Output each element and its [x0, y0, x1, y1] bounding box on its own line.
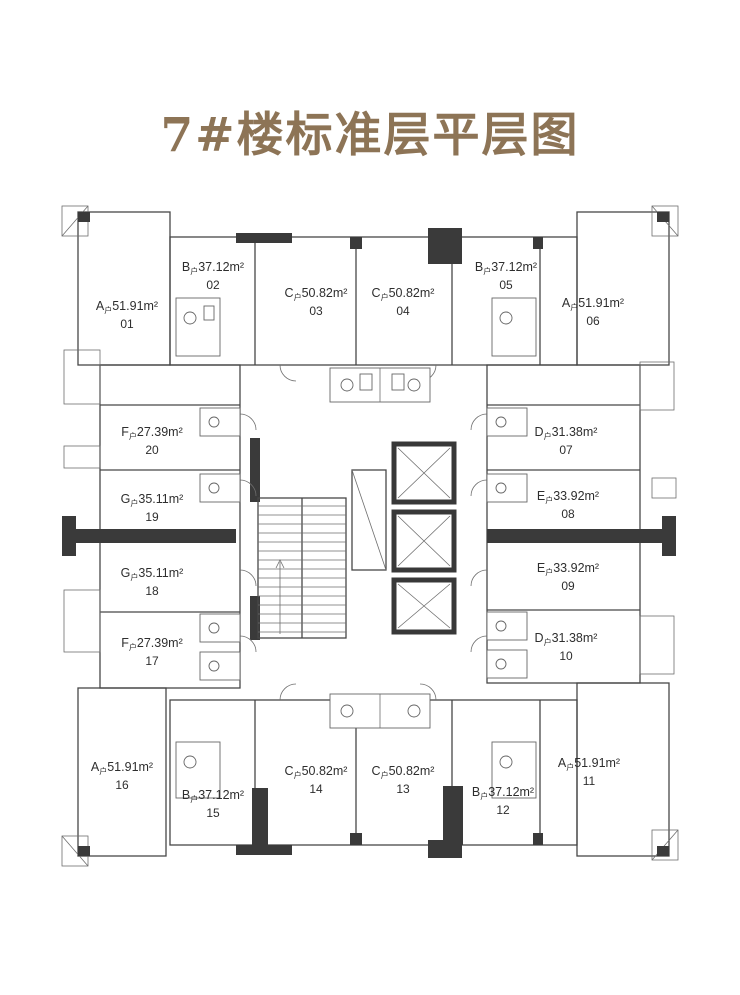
unit-06-number: 06	[586, 314, 600, 328]
unit-15-label: B户37.12m²	[182, 788, 244, 804]
structural-walls	[62, 212, 676, 858]
core	[257, 441, 457, 639]
unit-15-number: 15	[206, 806, 220, 820]
unit-12-number: 12	[496, 803, 510, 817]
unit-03-label: C户50.82m²	[285, 286, 348, 302]
unit-19-number: 19	[145, 510, 159, 524]
unit-04-number: 04	[396, 304, 410, 318]
unit-07-label: D户31.38m²	[535, 425, 598, 441]
unit-18-label: G户35.11m²	[121, 566, 184, 582]
unit-04-label: C户50.82m²	[372, 286, 435, 302]
unit-02-number: 02	[206, 278, 220, 292]
unit-11-number: 11	[583, 774, 596, 788]
unit-labels: A户51.91m² 01 B户37.12m² 02 C户50.82m² 03 C…	[91, 260, 624, 820]
unit-08-label: E户33.92m²	[537, 489, 599, 505]
unit-13-label: C户50.82m²	[372, 764, 435, 780]
unit-14-number: 14	[309, 782, 323, 796]
unit-14-label: C户50.82m²	[285, 764, 348, 780]
unit-10-label: D户31.38m²	[535, 631, 598, 647]
unit-13-number: 13	[396, 782, 410, 796]
unit-19-label: G户35.11m²	[121, 492, 184, 508]
unit-09-label: E户33.92m²	[537, 561, 599, 577]
unit-16-number: 16	[115, 778, 129, 792]
wall-outlines	[77, 211, 670, 857]
unit-05-number: 05	[499, 278, 513, 292]
unit-16-label: A户51.91m²	[91, 760, 153, 776]
unit-03-number: 03	[309, 304, 323, 318]
unit-20-label: F户27.39m²	[121, 425, 183, 441]
unit-20-number: 20	[145, 443, 159, 457]
unit-11-label: A户51.91m²	[558, 756, 620, 772]
unit-05-label: B户37.12m²	[475, 260, 537, 276]
fixtures	[175, 297, 537, 799]
unit-06-label: A户51.91m²	[562, 296, 624, 312]
unit-17-number: 17	[145, 654, 159, 668]
stairs	[257, 497, 347, 639]
vent-shaft	[351, 469, 387, 571]
unit-10-number: 10	[559, 649, 573, 663]
page-title: 7#楼标准层平层图	[160, 108, 580, 163]
elevators	[391, 441, 457, 635]
unit-02-label: B户37.12m²	[182, 260, 244, 276]
unit-08-number: 08	[561, 507, 575, 521]
unit-17-label: F户27.39m²	[121, 636, 183, 652]
unit-18-number: 18	[145, 584, 159, 598]
unit-07-number: 07	[559, 443, 573, 457]
door-arcs	[239, 364, 488, 701]
unit-09-number: 09	[561, 579, 575, 593]
unit-01-number: 01	[120, 317, 134, 331]
unit-12-label: B户37.12m²	[472, 785, 534, 801]
unit-01-label: A户51.91m²	[96, 299, 158, 315]
